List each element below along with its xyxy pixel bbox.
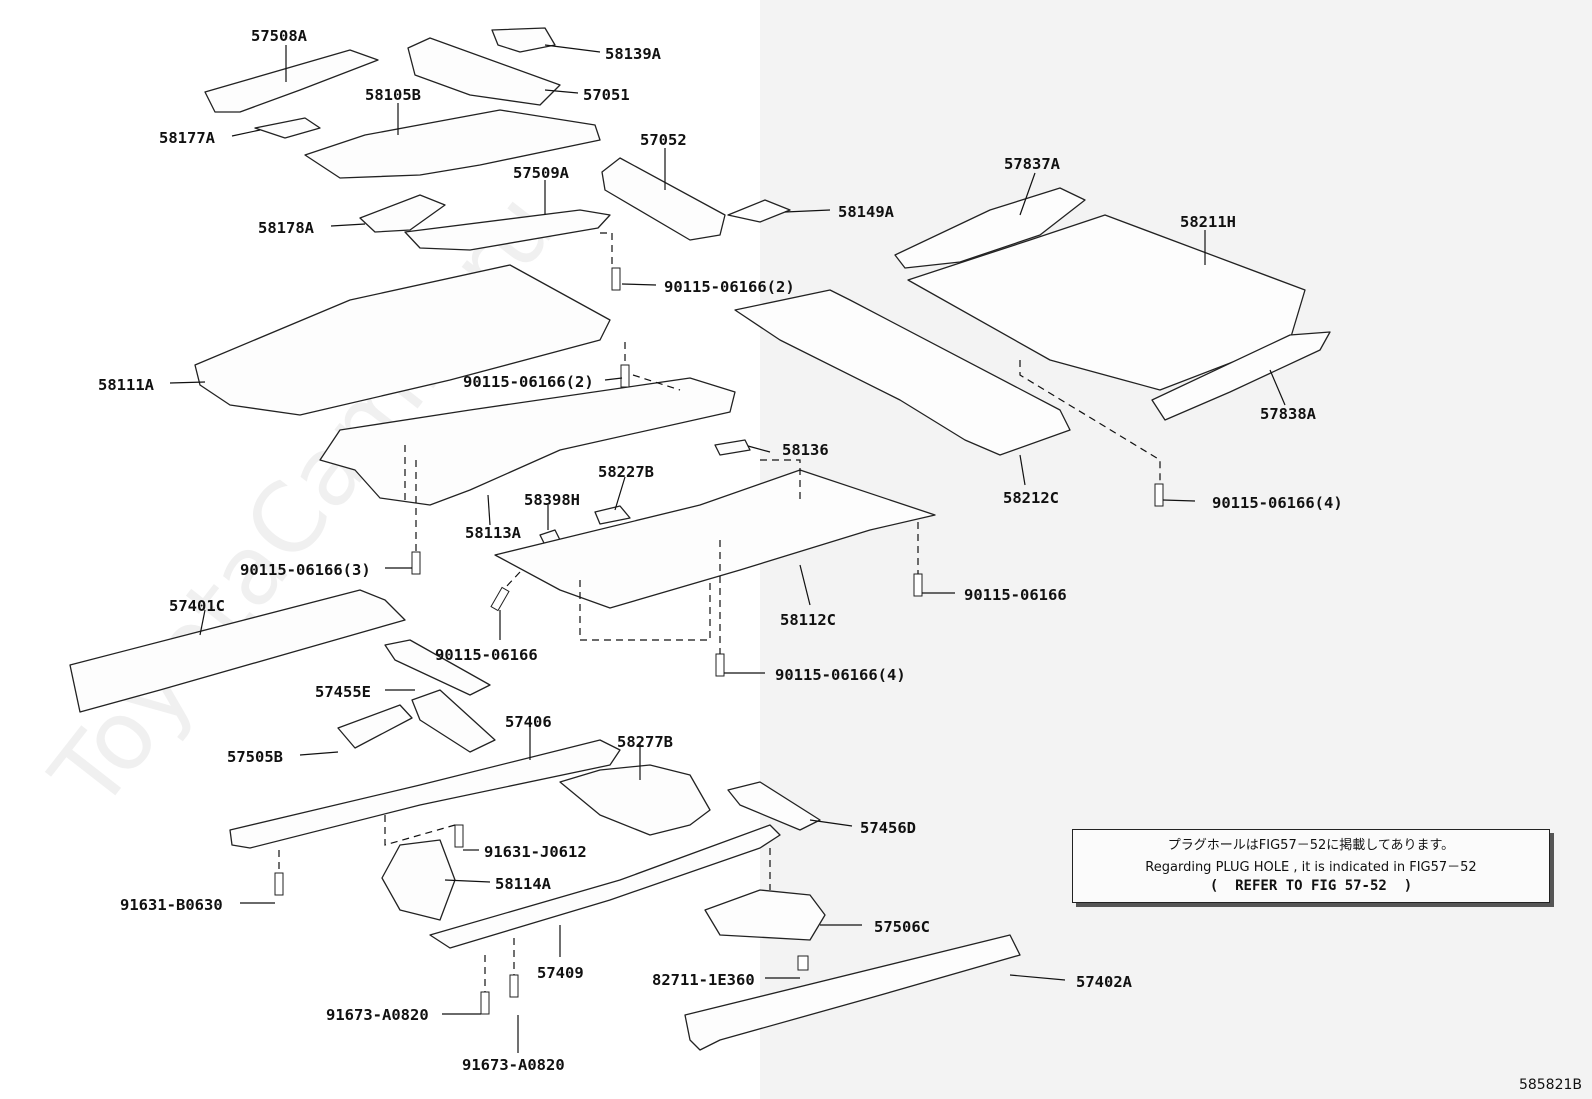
part-57456D-shape — [727, 781, 821, 831]
part-58105B-shape — [304, 109, 601, 179]
label-58212C: 58212C — [1003, 489, 1059, 507]
part-57406-shape — [229, 739, 621, 849]
figure-code: 585821B — [1518, 1077, 1582, 1093]
part-57052-shape — [601, 157, 726, 241]
label-57051: 57051 — [583, 86, 630, 104]
part-57508A-shape — [204, 49, 379, 113]
note-reference-text: ( REFER TO FIG 57-52 ) — [1209, 878, 1413, 894]
label-58114A: 58114A — [495, 875, 552, 893]
right-panel-background — [760, 0, 1592, 1099]
label-58227B: 58227B — [598, 463, 654, 481]
label-82711-1E360: 82711-1E360 — [652, 971, 755, 989]
part-57509A-shape — [404, 209, 611, 251]
assembly-dashed-lines — [278, 232, 1161, 992]
part-58139A-shape — [491, 27, 556, 53]
label-57505B: 57505B — [227, 748, 283, 766]
leader-lines — [169, 44, 1286, 1053]
part-labels: 57508A 58139A 57051 58105B 58177A 57052 … — [98, 27, 1343, 1074]
part-58277B-shape — [559, 764, 711, 836]
part-57455E-shape — [384, 639, 491, 696]
label-58211H: 58211H — [1180, 213, 1236, 231]
label-58178A: 58178A — [258, 219, 315, 237]
label-58136: 58136 — [782, 441, 829, 459]
part-58136-shape — [714, 439, 751, 456]
part-58113A-shape — [319, 377, 736, 506]
label-57401C: 57401C — [169, 597, 225, 615]
note-japanese-text: プラグホールはFIG57－52に掲載してあります。 — [1167, 838, 1455, 853]
label-91673-A0820a: 91673-A0820 — [326, 1006, 429, 1024]
label-90115-06166-4b: 90115-06166(4) — [775, 666, 906, 684]
label-57402A: 57402A — [1076, 973, 1133, 991]
label-91631-J0612: 91631-J0612 — [484, 843, 587, 861]
part-58112C-shape — [494, 469, 936, 609]
label-58105B: 58105B — [365, 86, 421, 104]
label-58112C: 58112C — [780, 611, 836, 629]
part-58149A-shape — [727, 199, 791, 223]
label-57506C: 57506C — [874, 918, 930, 936]
part-58212C-shape — [734, 289, 1071, 456]
part-57505B-shape — [337, 704, 413, 749]
label-57837A: 57837A — [1004, 155, 1061, 173]
label-57838A: 57838A — [1260, 405, 1317, 423]
label-90115-06166-2b: 90115-06166(2) — [463, 373, 594, 391]
label-58277B: 58277B — [617, 733, 673, 751]
part-57401C-shape — [69, 589, 406, 713]
part-58178A-shape — [359, 194, 446, 233]
part-58211H-shape — [907, 214, 1306, 391]
label-90115-06166-3: 90115-06166(3) — [240, 561, 371, 579]
plug-hole-note: プラグホールはFIG57－52に掲載してあります。 Regarding PLUG… — [1072, 829, 1550, 903]
label-57509A: 57509A — [513, 164, 570, 182]
label-57508A: 57508A — [251, 27, 308, 45]
label-58139A: 58139A — [605, 45, 662, 63]
part-58111A-shape — [194, 264, 611, 416]
label-58398H: 58398H — [524, 491, 580, 509]
part-57505B-bracket-shape — [411, 689, 496, 753]
part-58177A-shape — [254, 117, 321, 139]
label-57406: 57406 — [505, 713, 552, 731]
label-90115-06166-a: 90115-06166 — [964, 586, 1067, 604]
label-57052: 57052 — [640, 131, 687, 149]
part-57838A-shape — [1151, 331, 1331, 421]
label-57456D: 57456D — [860, 819, 916, 837]
label-58111A: 58111A — [98, 376, 155, 394]
label-57455E: 57455E — [315, 683, 371, 701]
label-91673-A0820b: 91673-A0820 — [462, 1056, 565, 1074]
part-57409-shape — [429, 824, 781, 949]
part-57402A-shape — [684, 934, 1021, 1051]
part-57051-shape — [407, 37, 561, 106]
label-58149A: 58149A — [838, 203, 895, 221]
part-57837A-shape — [894, 187, 1086, 269]
label-58177A: 58177A — [159, 129, 216, 147]
part-58114A-shape — [381, 839, 456, 921]
bolt-icons — [274, 267, 1164, 1015]
label-90115-06166-4a: 90115-06166(4) — [1212, 494, 1343, 512]
note-english-text: Regarding PLUG HOLE , it is indicated in… — [1145, 860, 1477, 875]
label-91631-B0630: 91631-B0630 — [120, 896, 223, 914]
part-58227B-shape — [594, 505, 631, 525]
label-58113A: 58113A — [465, 524, 522, 542]
part-57506C-shape — [704, 889, 826, 941]
label-57409: 57409 — [537, 964, 584, 982]
label-90115-06166-b: 90115-06166 — [435, 646, 538, 664]
label-90115-06166-2a: 90115-06166(2) — [664, 278, 795, 296]
